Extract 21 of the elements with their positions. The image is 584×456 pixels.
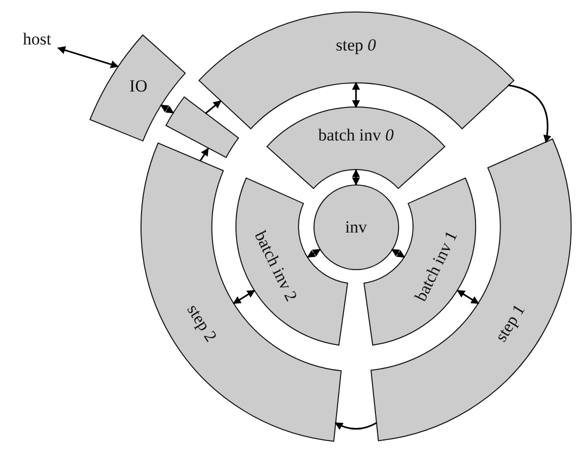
double-arrow [352,82,360,108]
double-arrow [57,46,119,68]
arrow [200,148,209,162]
double-arrow [232,290,256,304]
double-arrow [306,248,321,258]
sector-label: batch inv 0 [318,126,394,144]
double-arrow [456,290,480,304]
sector-label: inv [345,218,367,236]
arrow [204,100,222,114]
sector-label: batch inv 1 [412,228,460,304]
sector-label: step 1 [492,302,528,345]
sector-label: IO [129,77,148,94]
arrow [508,84,551,144]
double-arrow [352,169,360,186]
arrow [334,422,377,430]
node-label: host [22,30,52,48]
sector-label: batch inv 2 [252,228,300,304]
double-arrow [391,248,406,258]
sector-label: step 0 [336,36,376,54]
double-arrow [160,104,174,114]
sector-label: step 2 [184,302,220,345]
